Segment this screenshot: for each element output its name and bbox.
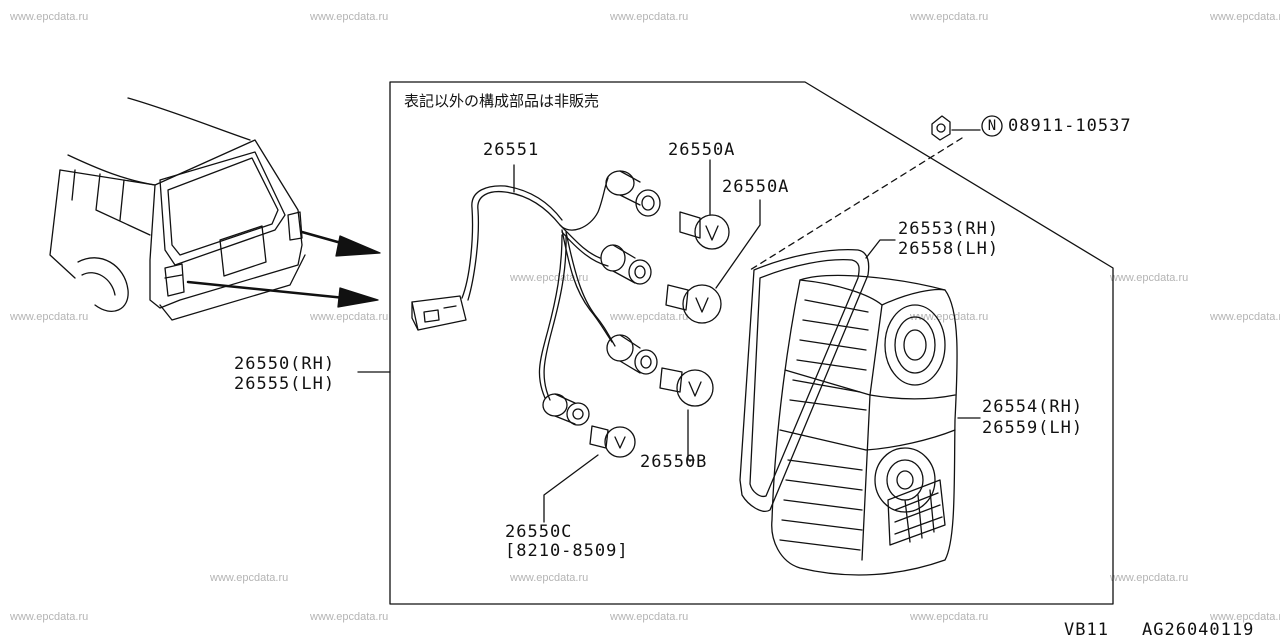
part-label-gasket-lh: 26558(LH): [898, 239, 1000, 259]
part-label-bulb-a1: 26550A: [668, 140, 736, 160]
watermark-text: www.epcdata.ru: [910, 311, 989, 323]
watermark-text: www.epcdata.ru: [910, 611, 989, 623]
watermark-text: www.epcdata.ru: [310, 11, 389, 23]
watermark-text: www.epcdata.ru: [1110, 572, 1189, 584]
n-symbol-letter: N: [987, 118, 997, 134]
watermark-text: www.epcdata.ru: [10, 611, 89, 623]
watermark-text: www.epcdata.ru: [10, 311, 89, 323]
footer-model: VB11: [1064, 620, 1109, 640]
wiring-harness: [411, 164, 616, 401]
part-label-bulb-c-range: [8210-8509]: [505, 541, 629, 561]
n-symbol-circle: [981, 115, 1003, 137]
part-label-lens-lh: 26559(LH): [982, 418, 1084, 438]
part-label-nut: 08911-10537: [1008, 116, 1132, 136]
watermark-text: www.epcdata.ru: [610, 11, 689, 23]
part-label-bulb-b: 26550B: [640, 452, 708, 472]
watermark-text: www.epcdata.ru: [610, 611, 689, 623]
watermark-text: www.epcdata.ru: [510, 272, 589, 284]
part-label-lamp-lh: 26555(LH): [234, 374, 336, 394]
part-label-harness: 26551: [483, 140, 540, 160]
part-label-lens-rh: 26554(RH): [982, 397, 1084, 417]
diagram-frame: [389, 81, 1114, 605]
nut-part: [931, 115, 951, 141]
watermark-text: www.epcdata.ru: [310, 311, 389, 323]
part-label-bulb-c: 26550C: [505, 522, 573, 542]
bulbs: [589, 211, 730, 458]
gasket: [739, 249, 870, 512]
watermark-text: www.epcdata.ru: [1210, 611, 1280, 623]
leader-lines: [357, 129, 981, 523]
watermark-text: www.epcdata.ru: [210, 572, 289, 584]
watermark-text: www.epcdata.ru: [10, 11, 89, 23]
part-label-bulb-a2: 26550A: [722, 177, 790, 197]
watermark-text: www.epcdata.ru: [1210, 311, 1280, 323]
watermark-text: www.epcdata.ru: [310, 611, 389, 623]
watermark-text: www.epcdata.ru: [610, 311, 689, 323]
tail-lamp-lens: [771, 274, 958, 576]
non-sale-note: 表記以外の構成部品は非販売: [404, 92, 600, 110]
footer-code: AG26040119: [1142, 620, 1255, 640]
watermark-text: www.epcdata.ru: [510, 572, 589, 584]
bulb-sockets: [542, 170, 661, 426]
vehicle-illustration: [49, 97, 306, 321]
part-label-gasket-rh: 26553(RH): [898, 219, 1000, 239]
part-label-lamp-rh: 26550(RH): [234, 354, 336, 374]
pointer-arrows: [186, 230, 381, 308]
watermark-text: www.epcdata.ru: [1110, 272, 1189, 284]
watermark-text: www.epcdata.ru: [910, 11, 989, 23]
watermark-text: www.epcdata.ru: [1210, 11, 1280, 23]
